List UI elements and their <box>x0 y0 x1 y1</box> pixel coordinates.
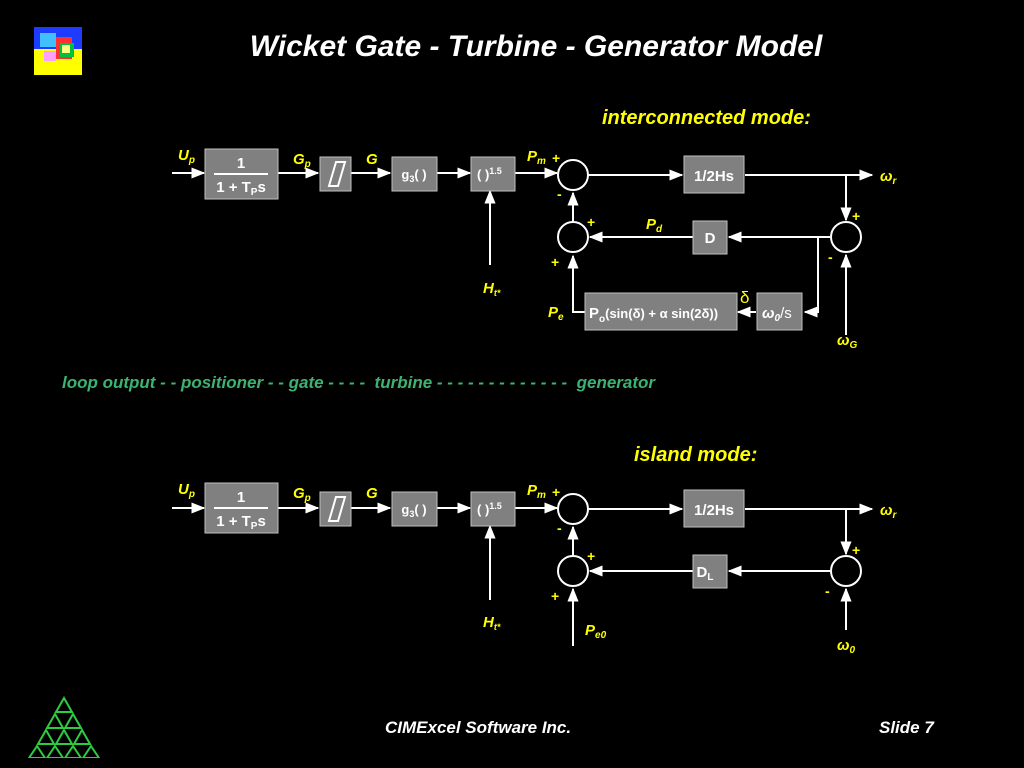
gate-position-label: Gp <box>293 485 311 504</box>
base-speed-label: ω0 <box>837 637 856 656</box>
power-block <box>470 491 516 527</box>
damping-label: D <box>705 230 716 247</box>
integrator-label: ω0/s <box>762 305 792 324</box>
sign-plus: + <box>552 150 560 166</box>
sign-minus: - <box>828 249 833 265</box>
rotor-speed-label: ωr <box>880 502 898 521</box>
initial-electrical-power-label: Pe0 <box>585 622 607 641</box>
interconnected-mode-label: interconnected mode: <box>602 107 811 129</box>
rotor-speed-label: ωr <box>880 168 898 187</box>
company-logo-icon <box>34 27 82 75</box>
sign-plus: + <box>587 214 595 230</box>
g3-block <box>391 156 438 192</box>
integrator-block <box>756 292 803 331</box>
grid-speed-label: ωG <box>837 332 858 351</box>
lag-denominator: 1 + TPs <box>216 513 266 532</box>
sign-plus: + <box>552 484 560 500</box>
g3-label: g3( ) <box>401 502 426 519</box>
load-damping-block <box>692 554 728 589</box>
electrical-power-signal-label: Pe <box>548 304 564 323</box>
sign-minus: - <box>557 186 562 202</box>
company-name: CIMExcel Software Inc. <box>385 718 572 737</box>
power-label: ( )1.5 <box>477 166 502 182</box>
rate-limiter-glyph <box>327 496 347 522</box>
lag-numerator: 1 <box>237 489 245 506</box>
electrical-power-label: Po(sin(δ) + α sin(2δ)) <box>589 305 718 325</box>
lag-numerator: 1 <box>237 155 245 172</box>
power-label: ( )1.5 <box>477 501 502 517</box>
sign-plus: + <box>852 208 860 224</box>
g3-block <box>391 491 438 527</box>
sign-plus: + <box>551 254 559 270</box>
rate-limiter-glyph <box>327 161 347 187</box>
sign-plus: + <box>587 548 595 564</box>
lag-denominator: 1 + TPs <box>216 179 266 198</box>
inertia-label: 1/2Hs <box>694 168 734 185</box>
island-mode-label: island mode: <box>634 444 758 466</box>
head-label: Ht* <box>483 614 501 632</box>
sign-plus: + <box>551 588 559 604</box>
g3-label: g3( ) <box>401 167 426 184</box>
damping-power-label: Pd <box>646 216 663 235</box>
inertia-block <box>683 489 745 528</box>
sign-minus: - <box>825 583 830 599</box>
input-signal-label: Up <box>178 481 195 500</box>
sign-minus: - <box>557 520 562 536</box>
mechanical-power-label: Pm <box>527 148 546 167</box>
slide-number: Slide 7 <box>879 718 934 737</box>
gate-position-label: Gp <box>293 151 311 170</box>
sign-plus: + <box>852 542 860 558</box>
inertia-block <box>683 155 745 194</box>
loop-legend: loop output - - positioner - - gate - - … <box>62 373 656 392</box>
damping-block <box>692 220 728 255</box>
load-damping-label: DL <box>697 564 714 583</box>
inertia-label: 1/2Hs <box>694 502 734 519</box>
green-triangle-logo-icon <box>27 695 101 759</box>
gate-label: G <box>366 151 378 168</box>
mechanical-power-label: Pm <box>527 482 546 501</box>
head-label: Ht* <box>483 280 501 298</box>
delta-label: δ <box>740 288 749 307</box>
electrical-power-block <box>584 292 738 331</box>
gate-label: G <box>366 485 378 502</box>
power-block <box>470 156 516 192</box>
slide-title: Wicket Gate - Turbine - Generator Model <box>249 30 823 63</box>
input-signal-label: Up <box>178 147 195 166</box>
